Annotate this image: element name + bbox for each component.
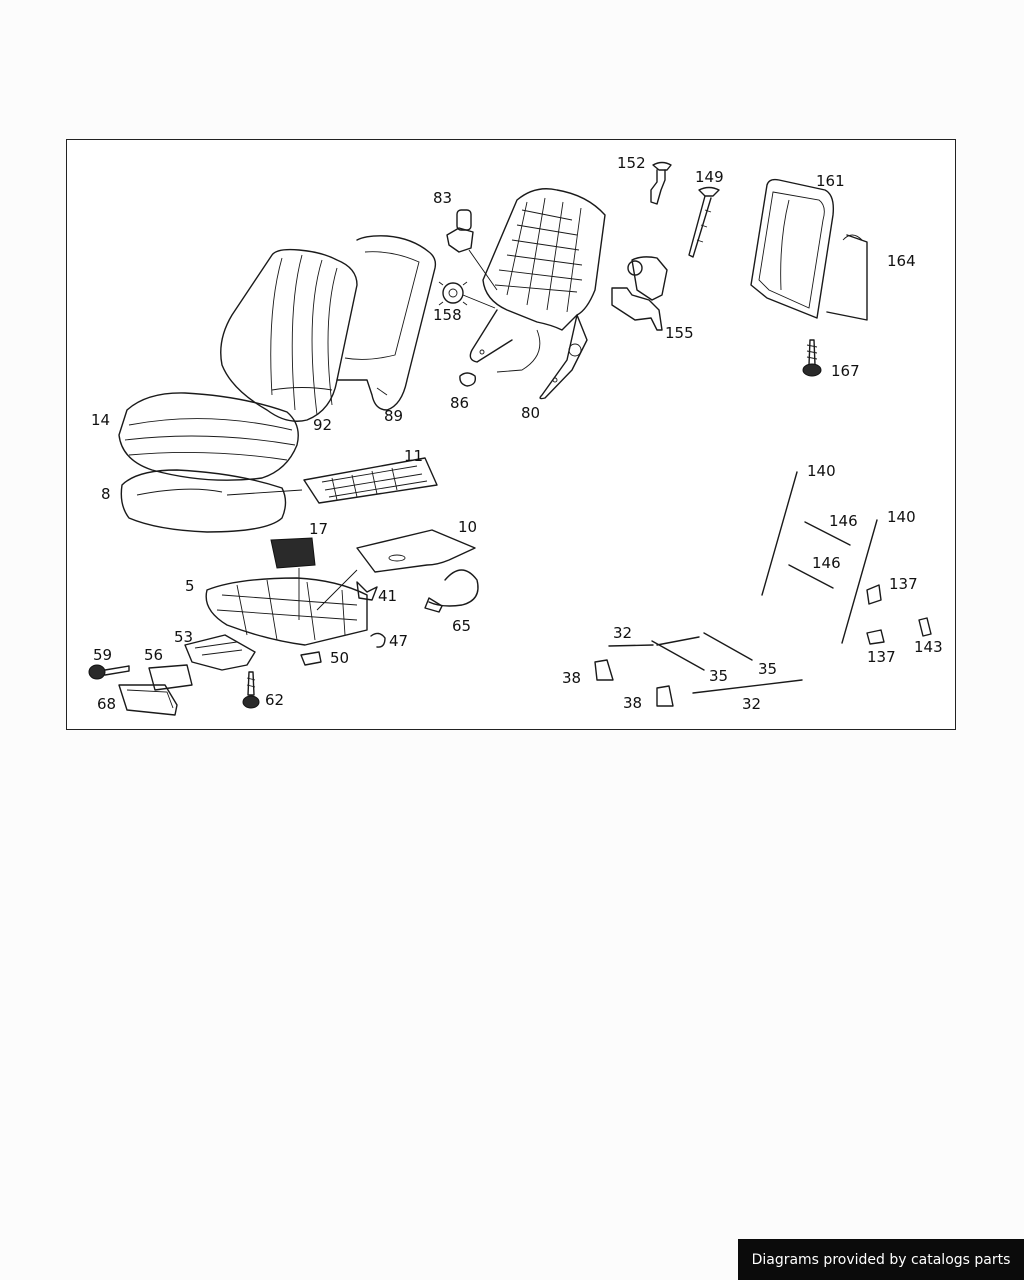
part-89-backrest-panel[interactable] [336, 235, 437, 411]
label-47: 47 [389, 632, 408, 650]
label-164: 164 [887, 252, 916, 270]
label-68: 68 [97, 695, 116, 713]
part-164-wiring-mat[interactable] [826, 234, 868, 321]
label-35-b: 35 [758, 660, 777, 678]
label-167: 167 [831, 362, 860, 380]
part-62-screw[interactable] [242, 671, 260, 709]
footer-credit-badge: Diagrams provided by catalogs parts [738, 1239, 1024, 1280]
label-32-a: 32 [613, 624, 632, 642]
part-53-switch-housing[interactable] [184, 634, 256, 671]
part-10-sheet[interactable] [316, 529, 476, 611]
part-68-switch-cover[interactable] [118, 684, 178, 716]
part-50-latch[interactable] [300, 651, 322, 666]
part-167-screw[interactable] [802, 339, 822, 377]
part-149-bolt[interactable] [688, 186, 720, 258]
part-47-clip[interactable] [370, 632, 386, 648]
part-86-clip[interactable] [459, 372, 477, 387]
label-158: 158 [433, 306, 462, 324]
part-83-actuator[interactable] [446, 209, 498, 291]
label-8: 8 [101, 485, 111, 503]
part-35-rod-left[interactable] [651, 640, 705, 671]
part-41-clip[interactable] [356, 581, 378, 601]
label-161: 161 [816, 172, 845, 190]
label-89: 89 [384, 407, 403, 425]
part-8-seat-cushion[interactable] [120, 469, 303, 533]
label-146-a: 146 [829, 512, 858, 530]
label-137-a: 137 [889, 575, 918, 593]
part-146-strip-upper[interactable] [804, 521, 851, 546]
part-59-screw[interactable] [88, 664, 130, 680]
label-137-b: 137 [867, 648, 896, 666]
part-140-rod-left[interactable] [761, 471, 798, 596]
label-86: 86 [450, 394, 469, 412]
label-11: 11 [404, 447, 423, 465]
part-65-cable-tie[interactable] [424, 569, 479, 613]
label-155: 155 [665, 324, 694, 342]
part-161-backrest-rear-panel[interactable] [750, 178, 835, 319]
part-152-pin[interactable] [650, 161, 672, 205]
part-158-gear[interactable] [438, 281, 496, 309]
label-14: 14 [91, 411, 110, 429]
label-140-a: 140 [807, 462, 836, 480]
part-56-switch[interactable] [148, 664, 193, 691]
label-5: 5 [185, 577, 195, 595]
part-14-seat-cushion-cover[interactable] [118, 392, 299, 481]
label-143: 143 [914, 638, 943, 656]
label-80: 80 [521, 404, 540, 422]
label-65: 65 [452, 617, 471, 635]
seat-parts-exploded-diagram: 152 149 161 83 164 158 155 167 86 80 14 … [88, 154, 943, 716]
part-5-seat-frame[interactable] [205, 577, 368, 646]
label-38-a: 38 [562, 669, 581, 687]
part-92-backrest-cover[interactable] [220, 248, 358, 422]
label-149: 149 [695, 168, 724, 186]
part-17-control-module[interactable] [270, 537, 316, 620]
label-38-b: 38 [623, 694, 642, 712]
label-59: 59 [93, 646, 112, 664]
label-41: 41 [378, 587, 397, 605]
label-62: 62 [265, 691, 284, 709]
label-140-b: 140 [887, 508, 916, 526]
part-11-heating-mat[interactable] [303, 457, 438, 504]
label-32-b: 32 [742, 695, 761, 713]
part-140-rod-right[interactable] [841, 519, 878, 644]
label-83: 83 [433, 189, 452, 207]
label-92: 92 [313, 416, 332, 434]
part-143-clip[interactable] [918, 617, 932, 637]
label-10: 10 [458, 518, 477, 536]
parts-diagram-frame: 152 149 161 83 164 158 155 167 86 80 14 … [66, 139, 956, 730]
part-38-clip-upper[interactable] [594, 659, 614, 681]
part-137-clip-lower[interactable] [866, 629, 885, 645]
part-38-clip-lower[interactable] [656, 685, 674, 707]
label-17: 17 [309, 520, 328, 538]
part-155-motor-bracket[interactable] [611, 256, 668, 331]
part-32-rod-lower[interactable] [692, 679, 803, 694]
part-80-backrest-frame[interactable] [469, 188, 606, 400]
label-50: 50 [330, 649, 349, 667]
label-152: 152 [617, 154, 646, 172]
label-56: 56 [144, 646, 163, 664]
label-146-b: 146 [812, 554, 841, 572]
label-35-a: 35 [709, 667, 728, 685]
part-35-rod-right[interactable] [703, 632, 753, 661]
label-53: 53 [174, 628, 193, 646]
part-146-strip-lower[interactable] [788, 564, 834, 589]
part-32-rod-upper[interactable] [608, 636, 700, 647]
part-137-clip-upper[interactable] [866, 584, 882, 605]
